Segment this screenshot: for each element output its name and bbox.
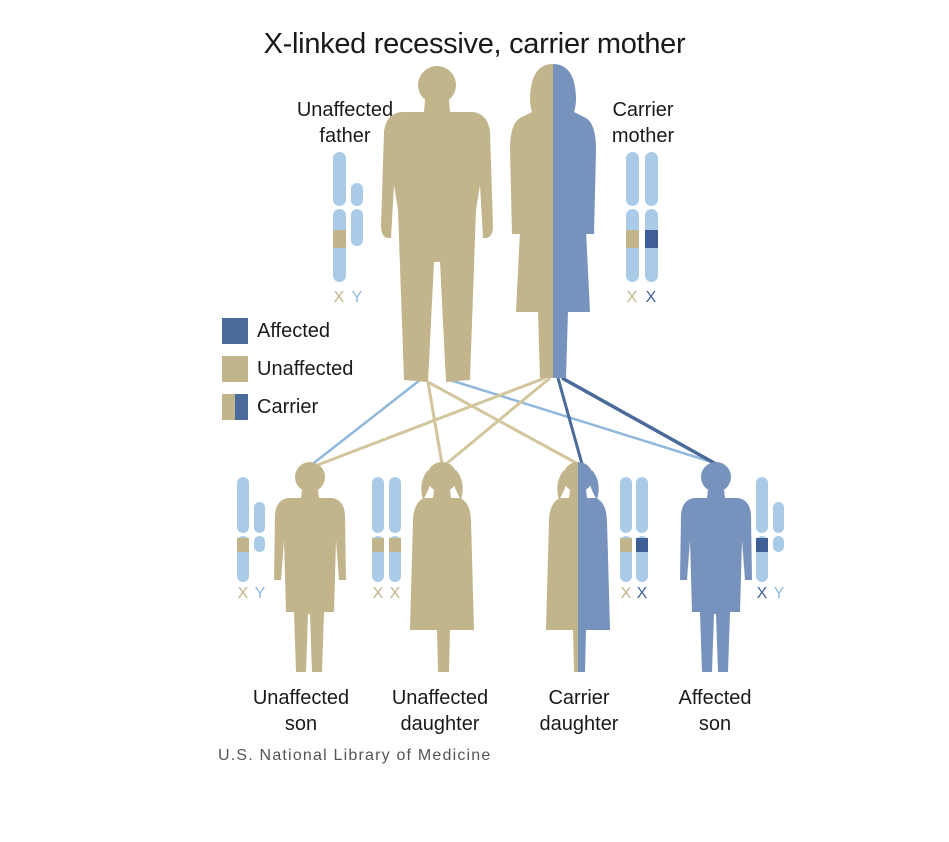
mother-chromosome-label-2: X xyxy=(646,289,657,306)
father-x-to-unaffected-daughter-line xyxy=(426,381,444,465)
child-1-label-line2: son xyxy=(284,713,318,735)
father-figure xyxy=(381,66,493,382)
child-2-chromosome-label-2: X xyxy=(390,585,401,602)
unaffected-swatch xyxy=(222,356,248,382)
child-4-label-line2: son xyxy=(698,713,732,735)
mother-label-line1: Carrier xyxy=(612,99,674,121)
affected-swatch xyxy=(222,318,248,344)
mother-x-chromosome-normal xyxy=(626,152,639,282)
carrier-daughter-chromosomes xyxy=(620,477,648,582)
child-2-label-line2: daughter xyxy=(400,713,480,735)
carrier-swatch xyxy=(222,394,248,420)
child-2-label-line1: Unaffected xyxy=(391,687,489,709)
child-4-label: Affected son xyxy=(660,685,770,737)
diagram-title: X-linked recessive, carrier mother xyxy=(263,28,686,60)
father-x-to-carrier-daughter-line xyxy=(427,380,579,466)
carrier-daughter-figure xyxy=(546,462,610,672)
child-3-chromosome-label-2: X xyxy=(637,585,648,602)
affected-son-chromosomes xyxy=(756,477,784,582)
mother-affected-x-to-carrier-daughter-line xyxy=(556,377,584,465)
unaffected-son-chromosomes xyxy=(237,477,265,582)
mother-label: Carrier mother xyxy=(588,97,698,149)
father-y-to-affected-son-line xyxy=(449,378,719,466)
affected-son-figure xyxy=(680,462,752,672)
father-y-to-unaffected-son-line xyxy=(309,379,421,467)
legend-item-carrier: Carrier xyxy=(222,393,318,421)
mother-chromosomes xyxy=(626,152,658,282)
child-4-label-line1: Affected xyxy=(678,687,752,709)
credit-text: U.S. National Library of Medicine xyxy=(218,747,492,764)
child-3-label-line2: daughter xyxy=(539,713,619,735)
child-1-chromosome-label-2: Y xyxy=(255,585,266,602)
father-chromosome-label-1: X xyxy=(334,289,345,306)
mother-x-to-unaffected-daughter-line xyxy=(445,376,551,466)
child-4-chromosome-label-2: Y xyxy=(774,585,785,602)
mother-chromosome-label-1: X xyxy=(627,289,638,306)
unaffected-daughter-figure xyxy=(410,462,474,672)
father-label-line1: Unaffected xyxy=(296,99,394,121)
unaffected-daughter-chromosomes xyxy=(372,477,401,582)
child-1-label: Unaffected son xyxy=(240,685,362,737)
child-1-chromosome-label-1: X xyxy=(238,585,249,602)
legend-item-affected: Affected xyxy=(222,317,330,345)
child-3-chromosome-label-1: X xyxy=(621,585,632,602)
father-label-line2: father xyxy=(319,125,371,147)
legend-item-unaffected: Unaffected xyxy=(222,355,353,383)
father-label: Unaffected father xyxy=(283,97,407,149)
child-2-chromosome-label-1: X xyxy=(373,585,384,602)
mother-label-line2: mother xyxy=(611,125,675,147)
father-y-chromosome xyxy=(351,183,363,246)
mother-figure xyxy=(510,64,596,378)
father-chromosome-label-2: Y xyxy=(352,289,363,306)
child-3-label: Carrier daughter xyxy=(520,685,638,737)
child-2-label: Unaffected daughter xyxy=(378,685,502,737)
father-x-chromosome xyxy=(333,152,346,282)
mother-affected-x-to-affected-son-line xyxy=(561,376,717,466)
legend-label-carrier: Carrier xyxy=(257,395,319,418)
unaffected-son-figure xyxy=(274,462,346,672)
mother-x-chromosome-affected xyxy=(645,152,658,282)
mother-x-to-unaffected-son-line xyxy=(314,376,546,468)
inheritance-lines xyxy=(309,376,719,468)
legend-label-affected: Affected xyxy=(257,319,331,342)
child-1-label-line1: Unaffected xyxy=(252,687,350,709)
father-chromosomes xyxy=(333,152,363,282)
child-3-label-line1: Carrier xyxy=(548,687,610,709)
legend-label-unaffected: Unaffected xyxy=(257,357,354,380)
child-4-chromosome-label-1: X xyxy=(757,585,768,602)
